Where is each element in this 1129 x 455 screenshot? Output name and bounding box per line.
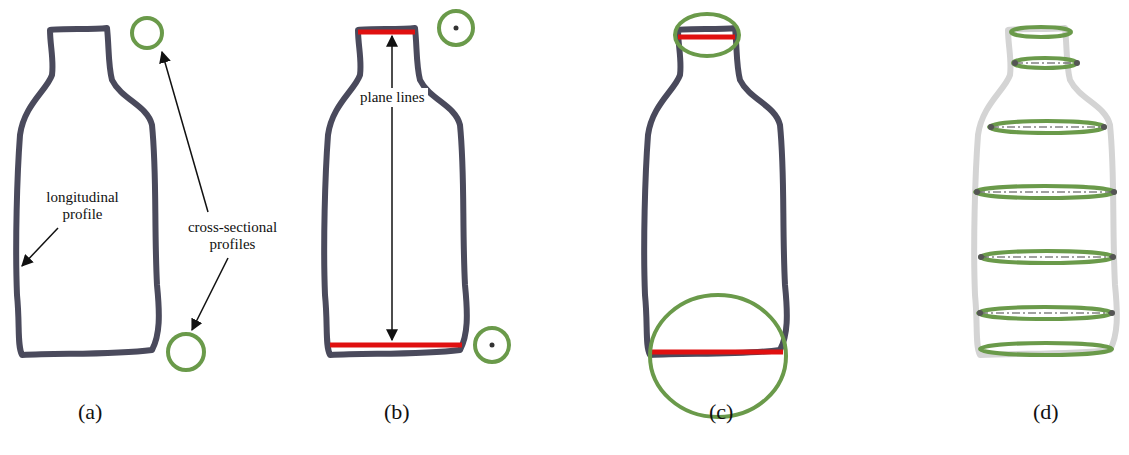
bottle-d [974,27,1117,355]
panel-letter: (a) [78,399,102,424]
callout-label: longitudinal profile [40,189,125,224]
panel-letter: (c) [709,399,733,424]
bottle-c [644,14,787,417]
callout-label: cross-sectional profiles [185,219,280,254]
panel-letter: (d) [1033,399,1059,424]
bottle-a [16,18,228,370]
callout-label: plane lines [357,88,428,107]
bottle-b [324,11,509,362]
panel-letter: (b) [384,399,410,424]
